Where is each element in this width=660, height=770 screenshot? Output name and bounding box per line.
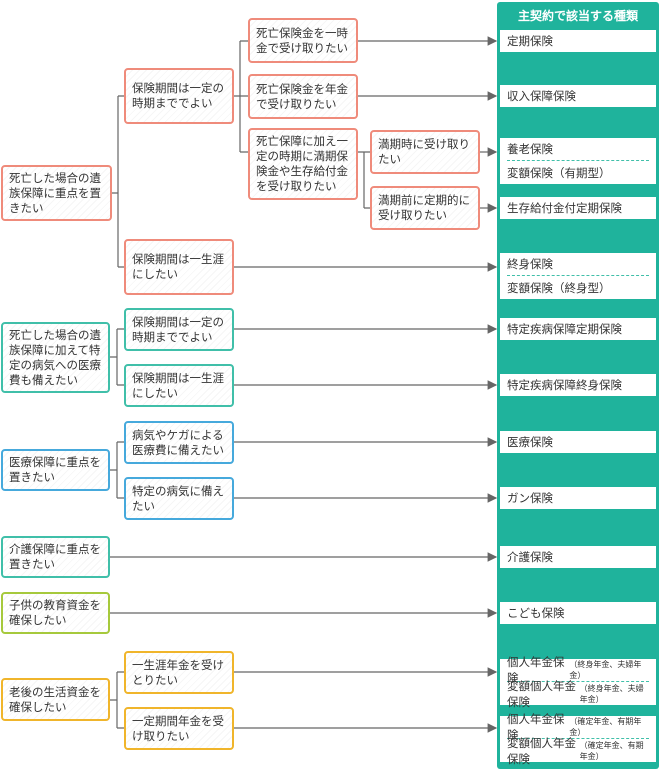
result-pension-lifetime: 個人年金保険（終身年金、夫婦年金） 変額個人年金保険（終身年金、夫婦年金） (500, 655, 656, 709)
cond-death-lifetime: 保険期間は一生涯にしたい (124, 239, 234, 295)
need-death-protection: 死亡した場合の遺族保障に重点を置きたい (1, 165, 112, 221)
result-dd-term: 特定疾病保障定期保険 (500, 318, 656, 340)
cond-dd-lifetime: 保険期間は一生涯にしたい (124, 364, 234, 407)
result-panel-title: 主契約で該当する種類 (517, 9, 638, 23)
result-survival-term: 生存給付金付定期保険 (500, 197, 656, 219)
result-whole-life: 終身保険 変額保険（終身型） (500, 253, 656, 299)
need-death-disease: 死亡した場合の遺族保障に加えて特定の病気への医療費も備えたい (1, 322, 110, 393)
cond-retire-fixed: 一定期間年金を受け取りたい (124, 707, 234, 750)
result-endowment: 養老保険 変額保険（有期型） (500, 138, 656, 184)
cond-retire-lifetime: 一生涯年金を受けとりたい (124, 651, 234, 694)
need-retirement: 老後の生活資金を確保したい (1, 678, 110, 721)
result-child: こども保険 (500, 602, 656, 624)
subcond-survival-benefit: 死亡保障に加え一定の時期に満期保険金や生存給付金を受け取りたい (248, 128, 358, 200)
cond-medical-general: 病気やケガによる医療費に備えたい (124, 421, 234, 464)
result-care: 介護保険 (500, 546, 656, 568)
subcond-before-maturity: 満期前に定期的に受け取りたい (370, 186, 480, 230)
subcond-at-maturity: 満期時に受け取りたい (370, 130, 480, 174)
result-term-life: 定期保険 (500, 30, 656, 52)
subcond-annuity: 死亡保険金を年金で受け取りたい (248, 74, 358, 119)
result-pension-fixed: 個人年金保険（確定年金、有期年金） 変額個人年金保険（確定年金、有期年金） (500, 712, 656, 766)
cond-dd-term: 保険期間は一定の時期まででよい (124, 308, 234, 351)
result-income-protection: 収入保障保険 (500, 85, 656, 107)
subcond-lump-sum: 死亡保険金を一時金で受け取りたい (248, 18, 358, 63)
result-cancer: ガン保険 (500, 487, 656, 509)
cond-death-term: 保険期間は一定の時期まででよい (124, 68, 234, 124)
cond-medical-specific: 特定の病気に備えたい (124, 477, 234, 520)
need-medical: 医療保障に重点を置きたい (1, 449, 110, 491)
need-care: 介護保障に重点を置きたい (1, 536, 110, 578)
need-child-education: 子供の教育資金を確保したい (1, 592, 110, 634)
result-dd-whole: 特定疾病保障終身保険 (500, 374, 656, 396)
result-medical: 医療保険 (500, 431, 656, 453)
